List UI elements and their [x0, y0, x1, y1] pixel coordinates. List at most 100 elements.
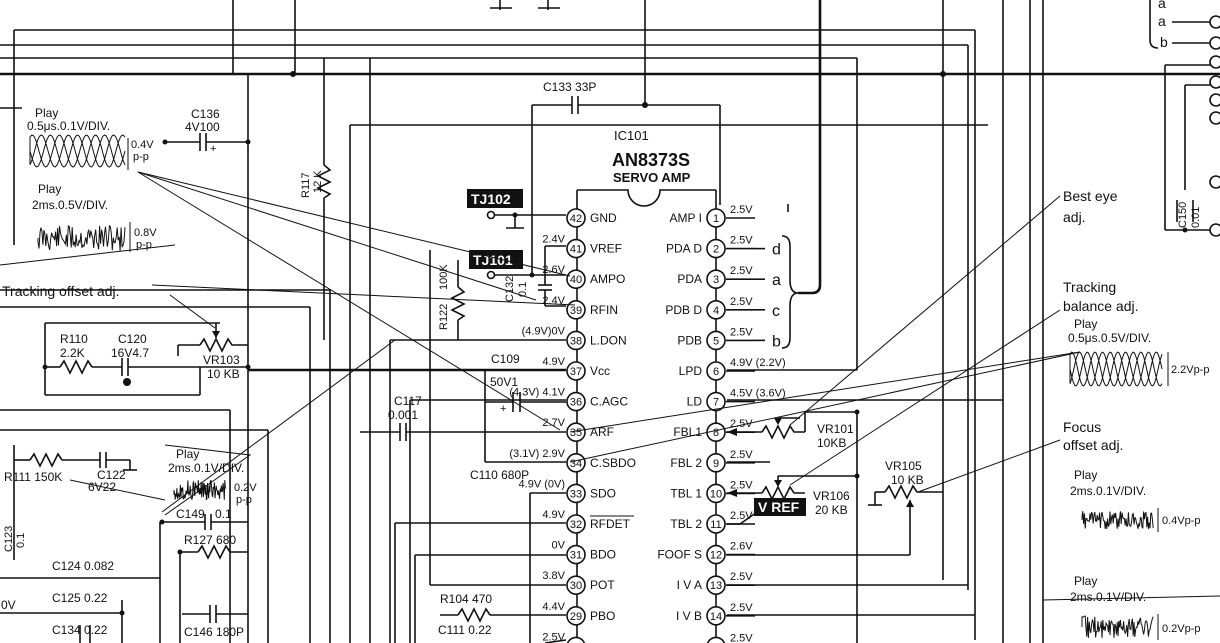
svg-text:0V: 0V	[1, 598, 16, 612]
c132-value: 0.1	[517, 282, 529, 297]
pin-number: 38	[570, 335, 582, 347]
pin-voltage: 2.5V	[730, 235, 753, 247]
pin-number: 37	[570, 366, 582, 378]
pin-name: FOOF S	[657, 548, 702, 562]
pin-name: PDA	[677, 272, 702, 286]
tj102-label: TJ102	[471, 191, 511, 207]
pin-number: 13	[710, 580, 722, 592]
best-eye-adj-annotation: Best eye adj.	[789, 188, 1118, 426]
pin-number: 34	[570, 458, 582, 470]
svg-text:0.5μs.0.1V/DIV.: 0.5μs.0.1V/DIV.	[27, 119, 110, 133]
svg-text:C109: C109	[491, 352, 520, 366]
tj102-test-point: TJ102	[467, 189, 566, 229]
photodiode-tag-b: b	[772, 333, 781, 350]
svg-text:C117: C117	[394, 394, 422, 408]
svg-text:p-p: p-p	[133, 151, 149, 163]
pin-voltage: 3.8V	[542, 570, 565, 582]
pin-name: FBL 2	[670, 456, 702, 470]
pin-name: AMPO	[590, 272, 625, 286]
svg-text:R111 150K: R111 150K	[4, 470, 62, 484]
waveform-play-2ms: Play 2ms.0.5V/DIV. 0.8V p-p	[32, 182, 157, 252]
pin-voltage: 2.5V	[730, 510, 753, 522]
pin-name: GND	[590, 211, 617, 225]
pin-number: 14	[710, 611, 722, 623]
svg-text:+: +	[500, 403, 506, 415]
pin-voltage: 4.9V	[542, 356, 565, 368]
svg-text:0.2V: 0.2V	[234, 482, 257, 494]
pin-name: PDB	[677, 333, 702, 347]
pin-name: SDO	[590, 486, 616, 500]
pin-name: TBL 2	[670, 517, 702, 531]
pin-name: I V B	[676, 609, 702, 623]
pin-voltage: 4.9V	[542, 509, 565, 521]
c133-label: C133 33P	[543, 80, 596, 94]
svg-text:b: b	[1160, 34, 1168, 50]
svg-text:C150: C150	[1177, 202, 1189, 228]
pin-number: 5	[713, 335, 719, 347]
svg-text:p-p: p-p	[236, 494, 252, 506]
c133-capacitor: C133 33P	[531, 80, 721, 275]
pin-name: AMP I	[670, 211, 702, 225]
pin-voltage: 2.5V	[730, 326, 753, 338]
r111-c122-network: R111 150K C122 6V22	[4, 445, 166, 520]
svg-text:balance adj.: balance adj.	[1063, 298, 1139, 314]
svg-text:R127 680: R127 680	[184, 533, 236, 547]
svg-text:Play: Play	[1074, 574, 1097, 588]
svg-text:16V4.7: 16V4.7	[111, 346, 149, 360]
r122-ref: R122	[438, 304, 450, 330]
c136-capacitor: + C136 4V100	[162, 107, 251, 155]
svg-text:0.1: 0.1	[215, 507, 232, 521]
r117-resistor: R117 12 K	[300, 58, 332, 340]
pin-voltage: 4.9V (2.2V)	[730, 357, 786, 369]
pin-number: 30	[570, 580, 582, 592]
pin-name: RFIN	[590, 303, 618, 317]
ic-pin-15: 152.5V	[706, 632, 753, 643]
pin-name: I V A	[677, 578, 702, 592]
svg-text:Play: Play	[1074, 317, 1097, 331]
pin-voltage: 4.5V (3.6V)	[730, 388, 786, 400]
svg-text:2.2K: 2.2K	[60, 346, 85, 360]
pin-number: 7	[713, 397, 719, 409]
svg-text:Best eye: Best eye	[1063, 188, 1118, 204]
pin-name: ARF	[590, 425, 614, 439]
svg-text:+: +	[210, 143, 216, 155]
svg-text:C124 0.082: C124 0.082	[52, 559, 114, 573]
pin-voltage: 2.5V	[730, 449, 753, 461]
pin-voltage: 2.5V	[730, 204, 753, 216]
pin-number: 28	[570, 641, 582, 643]
photodiode-tag-d: d	[772, 242, 781, 259]
svg-text:0.4V: 0.4V	[131, 139, 154, 151]
svg-text:10KB: 10KB	[817, 436, 846, 450]
pin-voltage: 2.5V	[730, 479, 753, 491]
pin-number: 40	[570, 274, 582, 286]
pin-name: POT	[590, 578, 615, 592]
r122-value: 100K	[438, 264, 450, 290]
pin-voltage: 2.5V	[730, 265, 753, 277]
r117-ref: R117	[300, 173, 312, 198]
svg-text:2ms.0.5V/DIV.: 2ms.0.5V/DIV.	[32, 198, 108, 212]
pin-name: LPD	[679, 364, 703, 378]
r117-value: 12 K	[312, 170, 324, 193]
photodiode-tag-a: a	[772, 272, 781, 289]
c109-c117-c110-network: C109 50V1 + C117 0.001 C110 680P	[360, 352, 566, 482]
tracking-offset-adj-label: Tracking offset adj.	[2, 283, 120, 299]
pin-name: PDA D	[666, 242, 702, 256]
pin-number: 36	[570, 397, 582, 409]
r122-resistor: R122 100K	[438, 260, 466, 340]
svg-text:adj.: adj.	[1063, 209, 1086, 225]
tj101-label: TJ101	[473, 252, 513, 268]
internal-wiring	[0, 58, 988, 643]
pin-number: 10	[710, 488, 722, 500]
svg-text:0.4Vp-p: 0.4Vp-p	[1162, 515, 1201, 527]
